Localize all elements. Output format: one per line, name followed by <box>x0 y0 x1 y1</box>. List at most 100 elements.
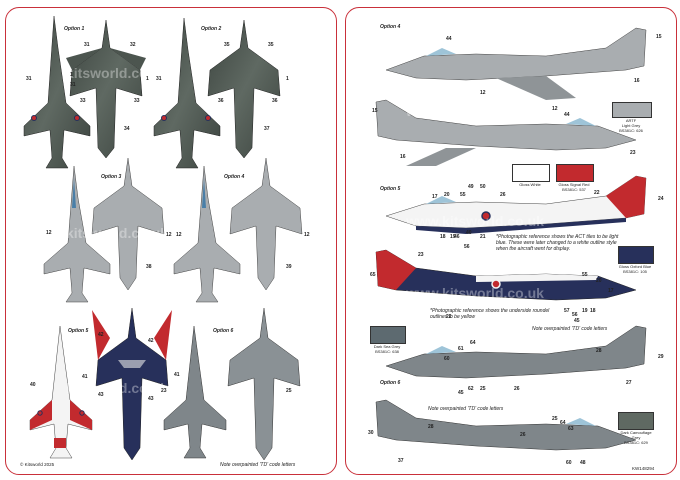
callout-number: 16 <box>400 154 406 160</box>
callout-number: 36 <box>218 98 224 104</box>
option4-profile-right <box>375 99 637 166</box>
callout-number: 64 <box>470 340 476 346</box>
watermark-text: www.kitsworld.co.uk <box>405 103 544 119</box>
callout-number: 44 <box>564 112 570 118</box>
swatch-oxford-blue <box>618 246 654 264</box>
option3-label: Option 3 <box>101 174 122 180</box>
callout-number: 65 <box>370 272 376 278</box>
callout-number: 28 <box>596 348 602 354</box>
option6-profile-right <box>375 399 637 451</box>
option2-plan-view <box>153 17 221 169</box>
callout-number: 12 <box>480 90 486 96</box>
option5-label: Option 5 <box>68 328 89 334</box>
callout-number: 15 <box>656 34 662 40</box>
callout-number: 27 <box>626 380 632 386</box>
callout-number: 29 <box>658 354 664 360</box>
callout-number: 50 <box>480 184 486 190</box>
callout-number: 46 <box>454 234 460 240</box>
callout-number: 18 <box>590 308 596 314</box>
callout-number: 60 <box>566 460 572 466</box>
callout-number: 49 <box>468 184 474 190</box>
callout-number: 26 <box>520 432 526 438</box>
callout-number: 40 <box>466 230 472 236</box>
callout-number: 31 <box>70 82 76 88</box>
callout-number: 20 <box>596 278 602 284</box>
callout-number: 17 <box>432 194 438 200</box>
callout-number: 56 <box>464 244 470 250</box>
callout-number: 42 <box>148 338 154 344</box>
note-roundel: *Photographic reference shows the unders… <box>430 308 550 320</box>
sheet-code: KW148294 <box>632 466 655 471</box>
option4-underside-view <box>229 157 303 291</box>
callout-number: 45 <box>458 390 464 396</box>
option4-label: Option 4 <box>224 174 245 180</box>
callout-number: 17 <box>608 288 614 294</box>
callout-number: 12 <box>176 232 182 238</box>
option3-underside-view <box>91 157 165 291</box>
option5-label: Option 5 <box>380 186 401 192</box>
callout-number: 64 <box>560 420 566 426</box>
callout-number: 55 <box>460 192 466 198</box>
callout-number: 1 <box>146 76 149 82</box>
watermark-text: kitsworld.co.uk <box>66 380 168 396</box>
option6-label: Option 6 <box>213 328 234 334</box>
callout-number: 41 <box>174 372 180 378</box>
copyright-text: © Kitsworld 2025 <box>20 462 55 467</box>
callout-number: 12 <box>166 232 172 238</box>
option4-profile-left <box>385 27 647 100</box>
option5-profile-left <box>385 175 647 234</box>
callout-number: 35 <box>224 42 230 48</box>
option4-label: Option 4 <box>380 24 401 30</box>
callout-number: 12 <box>552 106 558 112</box>
option6-underside-view <box>227 307 301 461</box>
option3-plan-view <box>43 165 111 303</box>
callout-number: 32 <box>130 42 136 48</box>
callout-number: 23 <box>418 252 424 258</box>
option4-plan-view <box>173 165 241 303</box>
callout-number: 37 <box>264 126 270 132</box>
callout-number: 23 <box>630 150 636 156</box>
callout-number: 40 <box>30 382 36 388</box>
note-overpainted-td: Note overpainted 'TD' code letters <box>220 462 296 468</box>
callout-number: 12 <box>46 230 52 236</box>
callout-number: 31 <box>84 42 90 48</box>
callout-number: 20 <box>444 192 450 198</box>
option5-underside-view <box>92 307 172 461</box>
callout-number: 60 <box>444 356 450 362</box>
callout-number: 16 <box>634 78 640 84</box>
callout-number: 25 <box>480 386 486 392</box>
option5-profile-right <box>375 249 637 301</box>
option1-plan-view <box>23 15 91 169</box>
option2-underside-view <box>207 19 281 159</box>
note-overpainted-td: Note overpainted 'TD' code letters <box>532 326 608 332</box>
callout-number: 1 <box>286 76 289 82</box>
option5-plan-view <box>29 325 93 459</box>
callout-number: 36 <box>272 98 278 104</box>
right-decal-sheet: www.kitsworld.co.uk www.kitsworld.co.uk … <box>345 7 677 475</box>
option1-underside-view <box>66 19 146 159</box>
callout-number: 48 <box>580 460 586 466</box>
option6-plan-view <box>163 325 227 459</box>
callout-number: 55 <box>582 272 588 278</box>
callout-number: 33 <box>80 98 86 104</box>
callout-number: 56 <box>572 312 578 318</box>
callout-number: 45 <box>574 318 580 324</box>
callout-number: 35 <box>268 42 274 48</box>
left-aircraft-drawings: kitsworld.co.uk kitsworld.co.uk kitsworl… <box>23 15 303 461</box>
callout-number: 26 <box>514 386 520 392</box>
swatch-dark-sea-grey <box>370 326 406 344</box>
callout-number: 19 <box>450 234 456 240</box>
callout-number: 38 <box>146 264 152 270</box>
callout-number: 39 <box>286 264 292 270</box>
callout-number: 12 <box>304 232 310 238</box>
callout-number: 42 <box>98 332 104 338</box>
callout-number: 31 <box>26 76 32 82</box>
callout-number: 1 <box>70 72 73 78</box>
option6-profile-left <box>385 325 647 379</box>
swatch-signal-red <box>556 164 594 182</box>
callout-number: 18 <box>440 234 446 240</box>
